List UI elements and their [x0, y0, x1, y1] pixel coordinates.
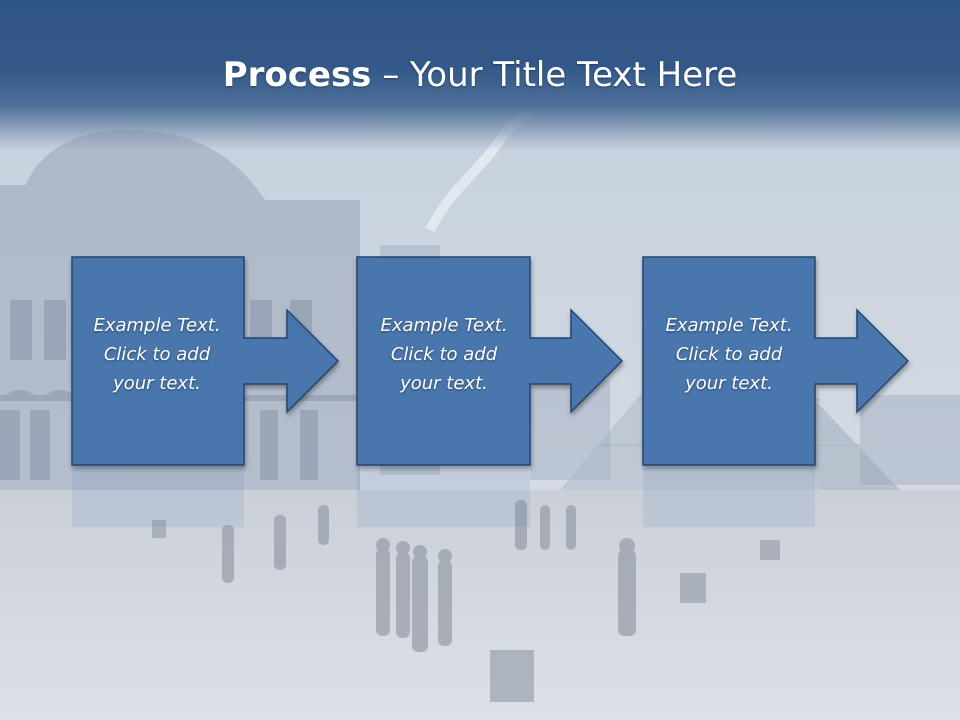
step-3-line-1: Example Text.: [665, 315, 793, 336]
step-2-reflection: [357, 467, 530, 527]
step-3-reflection: [643, 467, 815, 527]
step-1-line-2: Click to add: [103, 344, 211, 365]
step-3-line-3: your text.: [685, 373, 773, 394]
step-2-text[interactable]: Example Text. Click to add your text.: [359, 311, 529, 398]
step-1-line-1: Example Text.: [93, 315, 221, 336]
title-bold: Process: [222, 55, 372, 95]
step-1-text[interactable]: Example Text. Click to add your text.: [72, 311, 242, 398]
process-step-3[interactable]: [642, 256, 910, 466]
step-1-reflection: [72, 467, 244, 527]
step-2-line-3: your text.: [400, 373, 488, 394]
step-1-line-3: your text.: [113, 373, 201, 394]
slide-title[interactable]: Process – Your Title Text Here: [0, 52, 960, 98]
step-3-text[interactable]: Example Text. Click to add your text.: [644, 311, 814, 398]
process-step-1[interactable]: [71, 256, 340, 466]
process-step-2[interactable]: [356, 256, 624, 466]
step-2-line-2: Click to add: [390, 344, 498, 365]
step-2-line-1: Example Text.: [380, 315, 508, 336]
title-rest: – Your Title Text Here: [371, 55, 738, 95]
step-3-line-2: Click to add: [675, 344, 783, 365]
title-band: [0, 0, 960, 150]
